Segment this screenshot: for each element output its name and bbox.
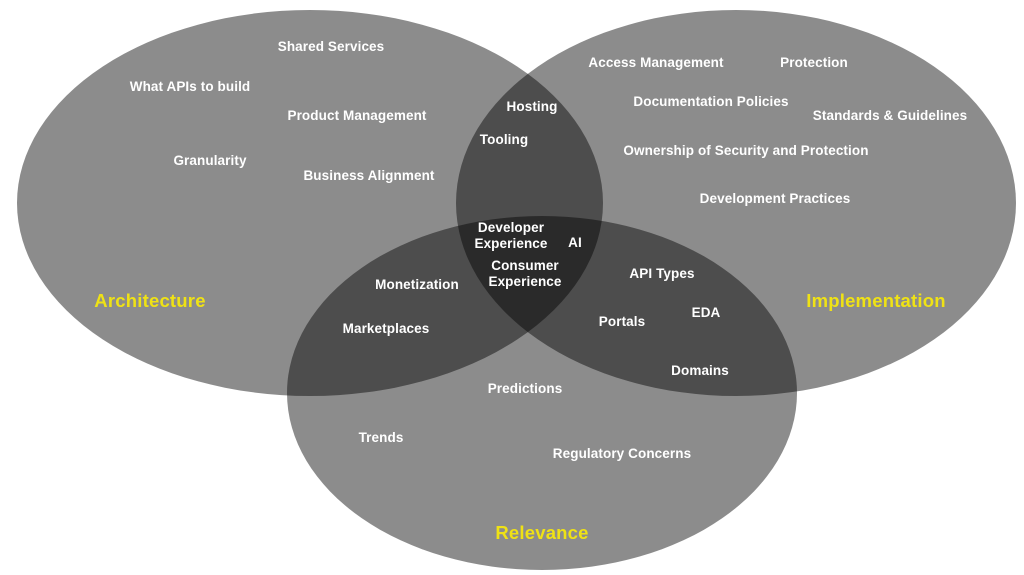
implementation-circle [456, 10, 1016, 396]
label-trends: Trends [358, 429, 404, 445]
label-standards-guidelines: Standards & Guidelines [812, 107, 968, 123]
label-consumer-experience: Consumer Experience [488, 257, 562, 289]
architecture-title: Architecture [94, 290, 206, 311]
implementation-title: Implementation [806, 290, 946, 311]
label-eda: EDA [691, 304, 721, 320]
label-documentation-policies: Documentation Policies [633, 93, 789, 109]
label-granularity: Granularity [173, 152, 247, 168]
label-marketplaces: Marketplaces [342, 320, 430, 336]
label-shared-services: Shared Services [277, 38, 385, 54]
label-tooling: Tooling [479, 131, 529, 147]
label-domains: Domains [671, 362, 729, 378]
architecture-circle [17, 10, 603, 396]
label-ai: AI [568, 234, 582, 250]
label-access-management: Access Management [588, 54, 724, 70]
label-protection: Protection [780, 54, 848, 70]
label-product-management: Product Management [287, 107, 427, 123]
label-api-types: API Types [629, 265, 695, 281]
label-ownership-of-security: Ownership of Security and Protection [623, 142, 869, 158]
label-hosting: Hosting [506, 98, 558, 114]
label-portals: Portals [598, 313, 646, 329]
label-development-practices: Development Practices [699, 190, 851, 206]
relevance-title: Relevance [495, 522, 589, 543]
relevance-circle [287, 216, 797, 570]
label-predictions: Predictions [487, 380, 563, 396]
label-developer-experience: Developer Experience [474, 219, 548, 251]
label-business-alignment: Business Alignment [303, 167, 435, 183]
label-regulatory-concerns: Regulatory Concerns [552, 445, 692, 461]
label-monetization: Monetization [375, 276, 459, 292]
label-what-apis-to-build: What APIs to build [129, 78, 251, 94]
